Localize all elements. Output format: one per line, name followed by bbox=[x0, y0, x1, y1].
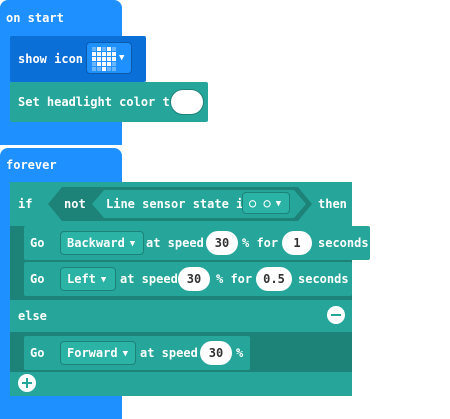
sensor-state-value: ○ ○ bbox=[249, 196, 271, 210]
percent-label: % bbox=[236, 346, 244, 360]
line-sensor-label: Line sensor state is bbox=[106, 197, 251, 211]
add-else-icon[interactable] bbox=[18, 374, 36, 392]
direction-value: Forward bbox=[67, 346, 118, 360]
heart-icon bbox=[92, 47, 116, 71]
then-label: then bbox=[318, 197, 347, 211]
seconds-label: seconds bbox=[318, 236, 369, 250]
percent-for-label: % for bbox=[216, 272, 253, 286]
direction-dropdown[interactable]: Left ▼ bbox=[60, 267, 116, 291]
direction-value: Left bbox=[67, 272, 96, 286]
go-forward-block[interactable]: Go Forward ▼ at speed 30 % bbox=[24, 336, 250, 370]
speed-input[interactable]: 30 bbox=[200, 341, 232, 365]
seconds-label: seconds bbox=[298, 272, 349, 286]
on-start-label: on start bbox=[6, 11, 64, 25]
direction-value: Backward bbox=[67, 236, 125, 250]
chevron-down-icon: ▼ bbox=[129, 239, 136, 249]
go-label: Go bbox=[30, 272, 45, 286]
direction-dropdown[interactable]: Backward ▼ bbox=[60, 231, 144, 255]
duration-input[interactable]: 0.5 bbox=[256, 267, 292, 291]
icon-dropdown[interactable]: ▼ bbox=[86, 42, 132, 74]
go-label: Go bbox=[30, 236, 45, 250]
go-backward-block[interactable]: Go Backward ▼ at speed 30 % for 1 seconds bbox=[24, 226, 370, 260]
at-speed-label: at speed bbox=[146, 236, 204, 250]
sensor-state-dropdown[interactable]: ○ ○ ▼ bbox=[242, 192, 290, 214]
else-bar bbox=[10, 300, 352, 332]
if-footer bbox=[10, 372, 352, 396]
set-headlight-block[interactable]: Set headlight color to bbox=[10, 82, 208, 122]
direction-dropdown[interactable]: Forward ▼ bbox=[60, 341, 136, 365]
speed-input[interactable]: 30 bbox=[206, 231, 238, 255]
headlight-color-picker[interactable] bbox=[170, 89, 204, 115]
show-icon-block[interactable]: show icon ▼ bbox=[10, 36, 146, 82]
forever-label: forever bbox=[6, 158, 57, 172]
if-label: if bbox=[18, 197, 33, 211]
at-speed-label: at speed bbox=[140, 346, 198, 360]
at-speed-label: at speed bbox=[120, 272, 178, 286]
show-icon-label: show icon bbox=[18, 52, 84, 66]
chevron-down-icon: ▼ bbox=[119, 53, 125, 63]
chevron-down-icon: ▼ bbox=[275, 199, 282, 209]
go-left-block[interactable]: Go Left ▼ at speed 30 % for 0.5 seconds bbox=[24, 262, 352, 296]
set-headlight-label: Set headlight color to bbox=[18, 95, 177, 109]
duration-input[interactable]: 1 bbox=[282, 231, 312, 255]
speed-input[interactable]: 30 bbox=[178, 267, 210, 291]
go-label: Go bbox=[30, 346, 45, 360]
not-label: not bbox=[64, 197, 86, 211]
percent-for-label: % for bbox=[242, 236, 279, 250]
else-label: else bbox=[18, 309, 47, 323]
chevron-down-icon: ▼ bbox=[122, 349, 128, 359]
remove-else-icon[interactable] bbox=[327, 306, 345, 324]
chevron-down-icon: ▼ bbox=[100, 275, 107, 285]
